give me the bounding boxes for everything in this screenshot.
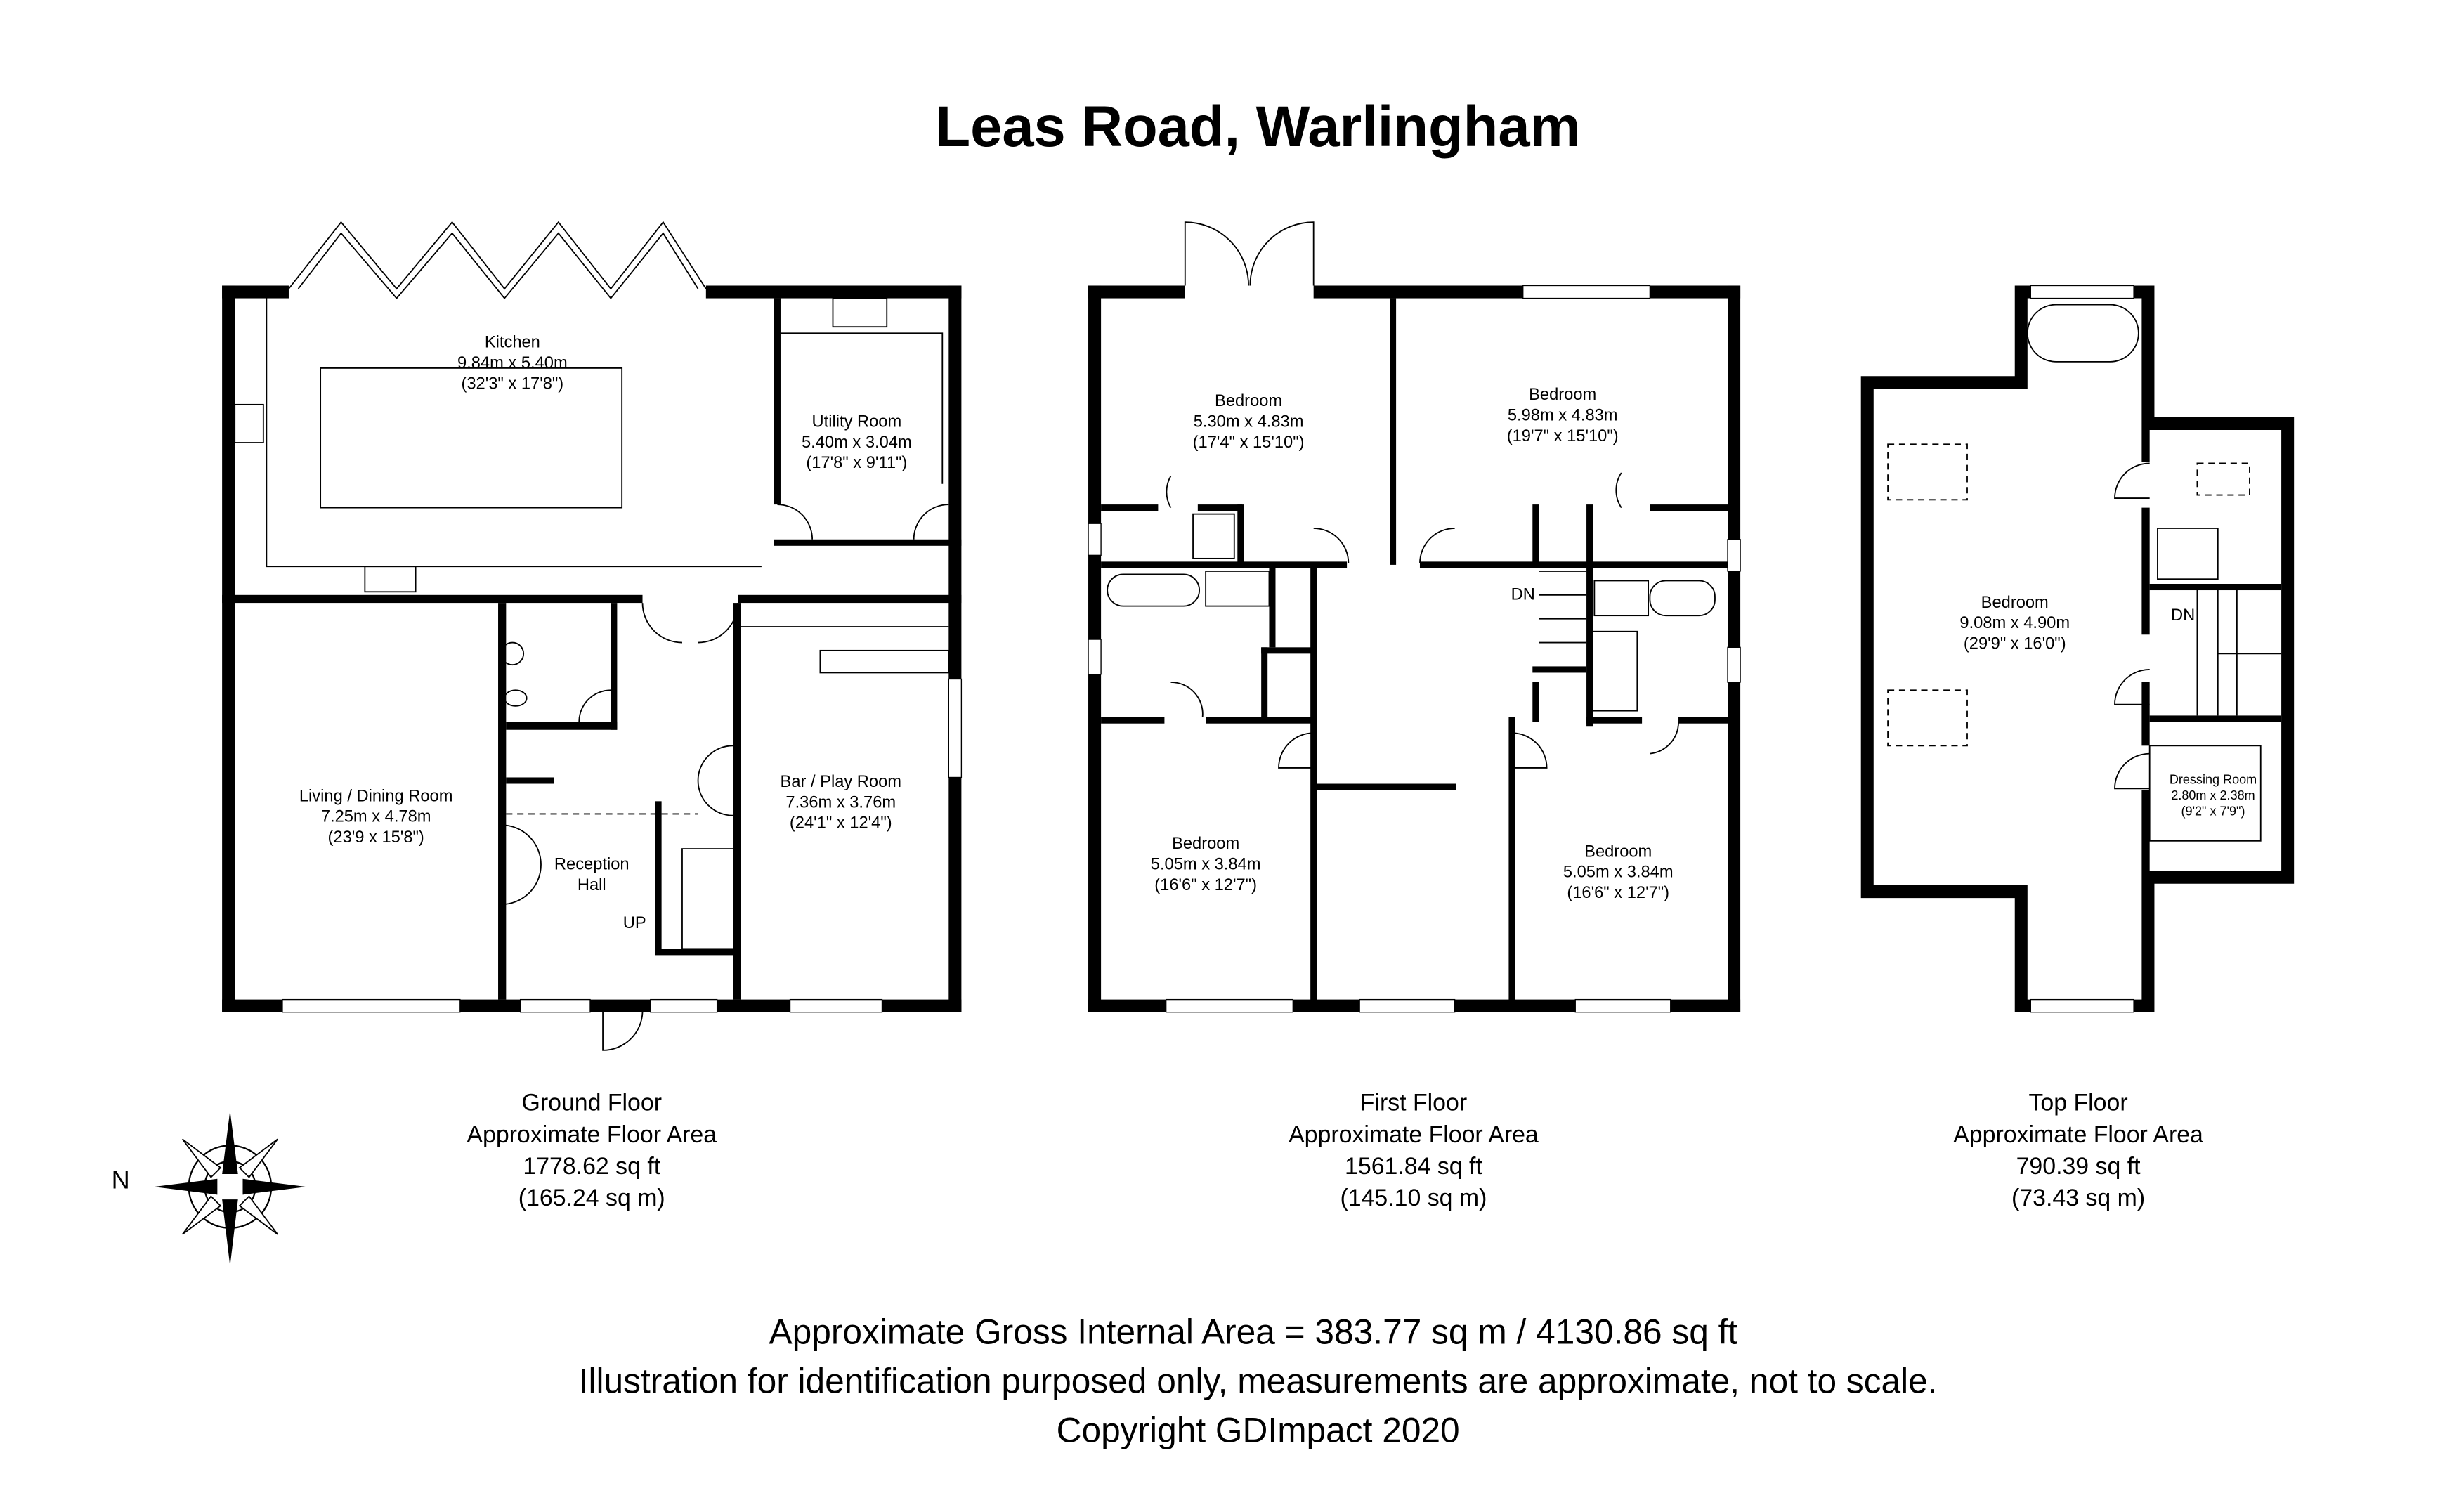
room-size-imperial: (16'6" x 12'7") <box>1567 884 1669 902</box>
room-size-imperial: (16'6" x 12'7") <box>1154 876 1257 894</box>
room-size-imperial: (17'4" x 15'10") <box>1193 434 1305 452</box>
stairs-label: DN <box>2171 606 2195 625</box>
first-floor-caption: First Floor Approximate Floor Area 1561.… <box>1289 1090 1539 1211</box>
room-name-line2: Hall <box>578 876 606 894</box>
room-size: 7.25m x 4.78m <box>321 808 431 826</box>
floor-area-sqft: 790.39 sq ft <box>2016 1153 2141 1180</box>
copyright: Copyright GDImpact 2020 <box>1057 1411 1460 1450</box>
stairs-label: DN <box>1511 586 1535 604</box>
room-size-imperial: (29'9" x 16'0") <box>1964 635 2066 653</box>
page-title: Leas Road, Warlingham <box>935 95 1580 159</box>
room-name: Bedroom <box>1584 842 1652 861</box>
stairs-label: UP <box>623 914 646 932</box>
room-name: Bedroom <box>1529 386 1596 404</box>
room-size: 5.05m x 3.84m <box>1563 863 1674 882</box>
floor-area-sqft: 1561.84 sq ft <box>1345 1153 1482 1180</box>
floor-name: Top Floor <box>2028 1090 2127 1116</box>
room-size-imperial: (17'8" x 9'11") <box>806 454 907 472</box>
ground-floor-caption: Ground Floor Approximate Floor Area 1778… <box>467 1090 717 1211</box>
compass-north-label: N <box>112 1165 130 1194</box>
room-size: 5.05m x 3.84m <box>1151 855 1261 873</box>
room-size: 9.84m x 5.40m <box>457 354 568 372</box>
room-size: 9.08m x 4.90m <box>1959 614 2070 632</box>
room-size: 7.36m x 3.76m <box>785 793 896 812</box>
top-floor-plan: Bedroom 9.08m x 4.90m (29'9" x 16'0") Dr… <box>1860 285 2295 1013</box>
compass-rose-icon <box>154 1110 306 1266</box>
room-name: Reception <box>554 855 630 873</box>
floor-area-label: Approximate Floor Area <box>1289 1121 1539 1148</box>
room-name: Bar / Play Room <box>781 773 901 791</box>
top-floor-caption: Top Floor Approximate Floor Area 790.39 … <box>1953 1090 2203 1211</box>
room-name: Bedroom <box>1172 835 1239 853</box>
floor-area-sqm: (73.43 sq m) <box>2011 1185 2145 1211</box>
floor-area-label: Approximate Floor Area <box>467 1121 717 1148</box>
floor-area-label: Approximate Floor Area <box>1953 1121 2203 1148</box>
room-size-imperial: (19'7" x 15'10") <box>1507 427 1619 445</box>
room-size: 5.98m x 4.83m <box>1508 406 1618 424</box>
floor-area-sqft: 1778.62 sq ft <box>523 1153 660 1180</box>
room-name: Bedroom <box>1215 392 1282 410</box>
room-name: Living / Dining Room <box>299 787 453 805</box>
first-floor-plan: Bedroom 5.30m x 4.83m (17'4" x 15'10") B… <box>1088 221 1741 1013</box>
room-size: 5.30m x 4.83m <box>1194 412 1304 431</box>
room-size-imperial: (32'3" x 17'8") <box>462 374 564 393</box>
room-size: 2.80m x 2.38m <box>2171 788 2255 802</box>
bifold-doors <box>288 221 707 290</box>
room-name: Kitchen <box>485 334 540 352</box>
gross-area: Approximate Gross Internal Area = 383.77… <box>769 1312 1737 1352</box>
room-size-imperial: (9'2" x 7'9") <box>2181 804 2245 819</box>
room-name: Utility Room <box>812 412 902 431</box>
disclaimer: Illustration for identification purposed… <box>579 1362 1938 1401</box>
room-name: Bedroom <box>1981 594 2049 612</box>
floor-name: First Floor <box>1360 1090 1467 1116</box>
room-size: 5.40m x 3.04m <box>802 434 912 452</box>
floor-area-sqm: (145.10 sq m) <box>1340 1185 1487 1211</box>
ground-floor-plan: Kitchen 9.84m x 5.40m (32'3" x 17'8") Ut… <box>222 221 963 1051</box>
floor-area-sqm: (165.24 sq m) <box>518 1185 665 1211</box>
room-name: Dressing Room <box>2170 773 2257 787</box>
room-size-imperial: (24'1" x 12'4") <box>790 814 892 833</box>
floor-name: Ground Floor <box>522 1090 663 1116</box>
room-size-imperial: (23'9 x 15'8") <box>328 828 424 847</box>
